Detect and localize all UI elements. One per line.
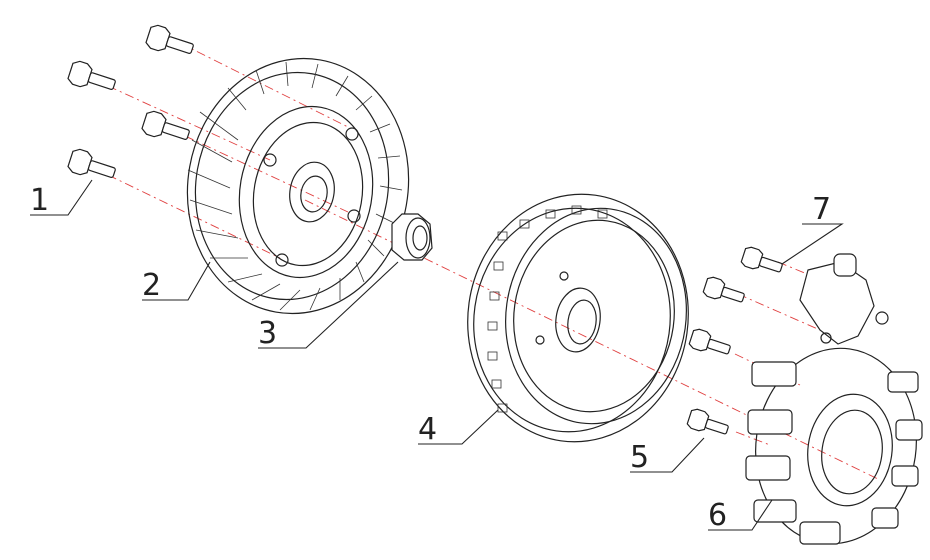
callout-5: 5 [630,440,649,475]
callout-6: 6 [708,498,727,533]
flywheel [467,193,689,443]
bolt-stator-1 [702,276,745,303]
bolt-stator-2 [688,328,731,355]
callout-leaders [30,179,844,531]
callout-4: 4 [418,412,437,447]
bolt-middle [141,110,190,140]
cooling-fan [186,57,410,315]
callout-2: 2 [142,268,161,303]
bolt-lower-left [67,148,116,178]
bolt-sensor [740,246,783,273]
ignition-sensor [799,253,889,345]
bolt-stator-3 [686,408,729,435]
flange-nut [391,213,433,261]
bolt-upper-left [67,60,116,90]
stator [745,347,923,545]
callout-3: 3 [258,316,277,351]
callout-1: 1 [30,183,49,218]
bolt-top [145,24,194,54]
callout-7: 7 [812,192,831,227]
